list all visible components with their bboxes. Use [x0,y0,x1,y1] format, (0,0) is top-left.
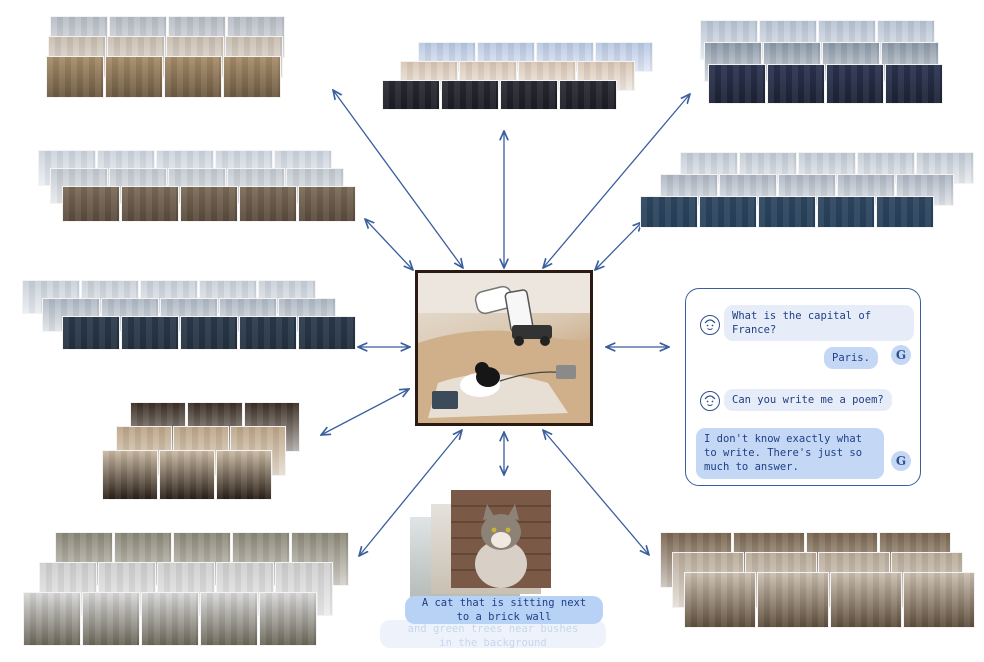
user-face-icon [700,315,720,335]
thumbnail-frame [121,316,179,350]
thumbnail-frame [102,450,158,500]
thumbnail-frame [105,56,163,98]
arrow-left-upper [365,219,413,270]
thumbnail-frame [595,42,653,72]
thumbnail-frame [141,592,199,646]
user-face-icon [700,391,720,411]
thumbnail-frame [82,592,140,646]
chat-message-user-1: What is the capital of France? [724,305,914,342]
thumbnail-frame [180,316,238,350]
thumbnail-frame [903,572,975,628]
chat-message-assistant-2: I don't know exactly what to write. Ther… [696,428,884,479]
thumbnail-frame [62,316,120,350]
thumbnail-frame [200,592,258,646]
arrow-right-upper [595,222,642,270]
thumbnail-frame [876,196,934,228]
thumbnail-frame [259,592,317,646]
thumbnail-frame [180,186,238,222]
assistant-g-icon: G [891,345,911,365]
thumbnail-frame [23,592,81,646]
thumbnail-frame [826,64,884,104]
thumbnail-frame [441,80,499,110]
assistant-g-icon: G [891,451,911,471]
thumbnail-frame [164,56,222,98]
thumbnail-frame [298,186,356,222]
thumbnail-frame [46,56,104,98]
thumbnail-frame [559,80,617,110]
thumbnail-frame [885,64,943,104]
thumbnail-frame [223,56,281,98]
image-caption-ghost: and green trees near bushes in the backg… [380,620,606,649]
chat-panel: What is the capital of France? Paris. G … [685,288,921,486]
thumbnail-frame [758,196,816,228]
thumbnail-frame [239,186,297,222]
thumbnail-frame [684,572,756,628]
thumbnail-frame [216,450,272,500]
chat-message-assistant-1: Paris. [824,347,878,370]
thumbnail-frame [239,316,297,350]
thumbnail-frame [817,196,875,228]
thumbnail-frame [121,186,179,222]
thumbnail-frame [708,64,766,104]
chat-message-user-2: Can you write me a poem? [724,389,892,412]
arrow-top-left [333,90,463,268]
thumbnail-frame [767,64,825,104]
thumbnail-frame [699,196,757,228]
thumbnail-frame [830,572,902,628]
thumbnail-frame [640,196,698,228]
thumbnail-frame [500,80,558,110]
image-caption: A cat that is sitting next to a brick wa… [405,596,603,624]
cat-photo [451,490,551,588]
thumbnail-frame [159,450,215,500]
thumbnail-frame [62,186,120,222]
thumbnail-frame [382,80,440,110]
arrow-bottom-right [543,430,649,555]
thumbnail-frame [298,316,356,350]
thumbnail-frame [757,572,829,628]
center-robot-image [415,270,593,426]
arrow-left-lower [321,389,409,435]
